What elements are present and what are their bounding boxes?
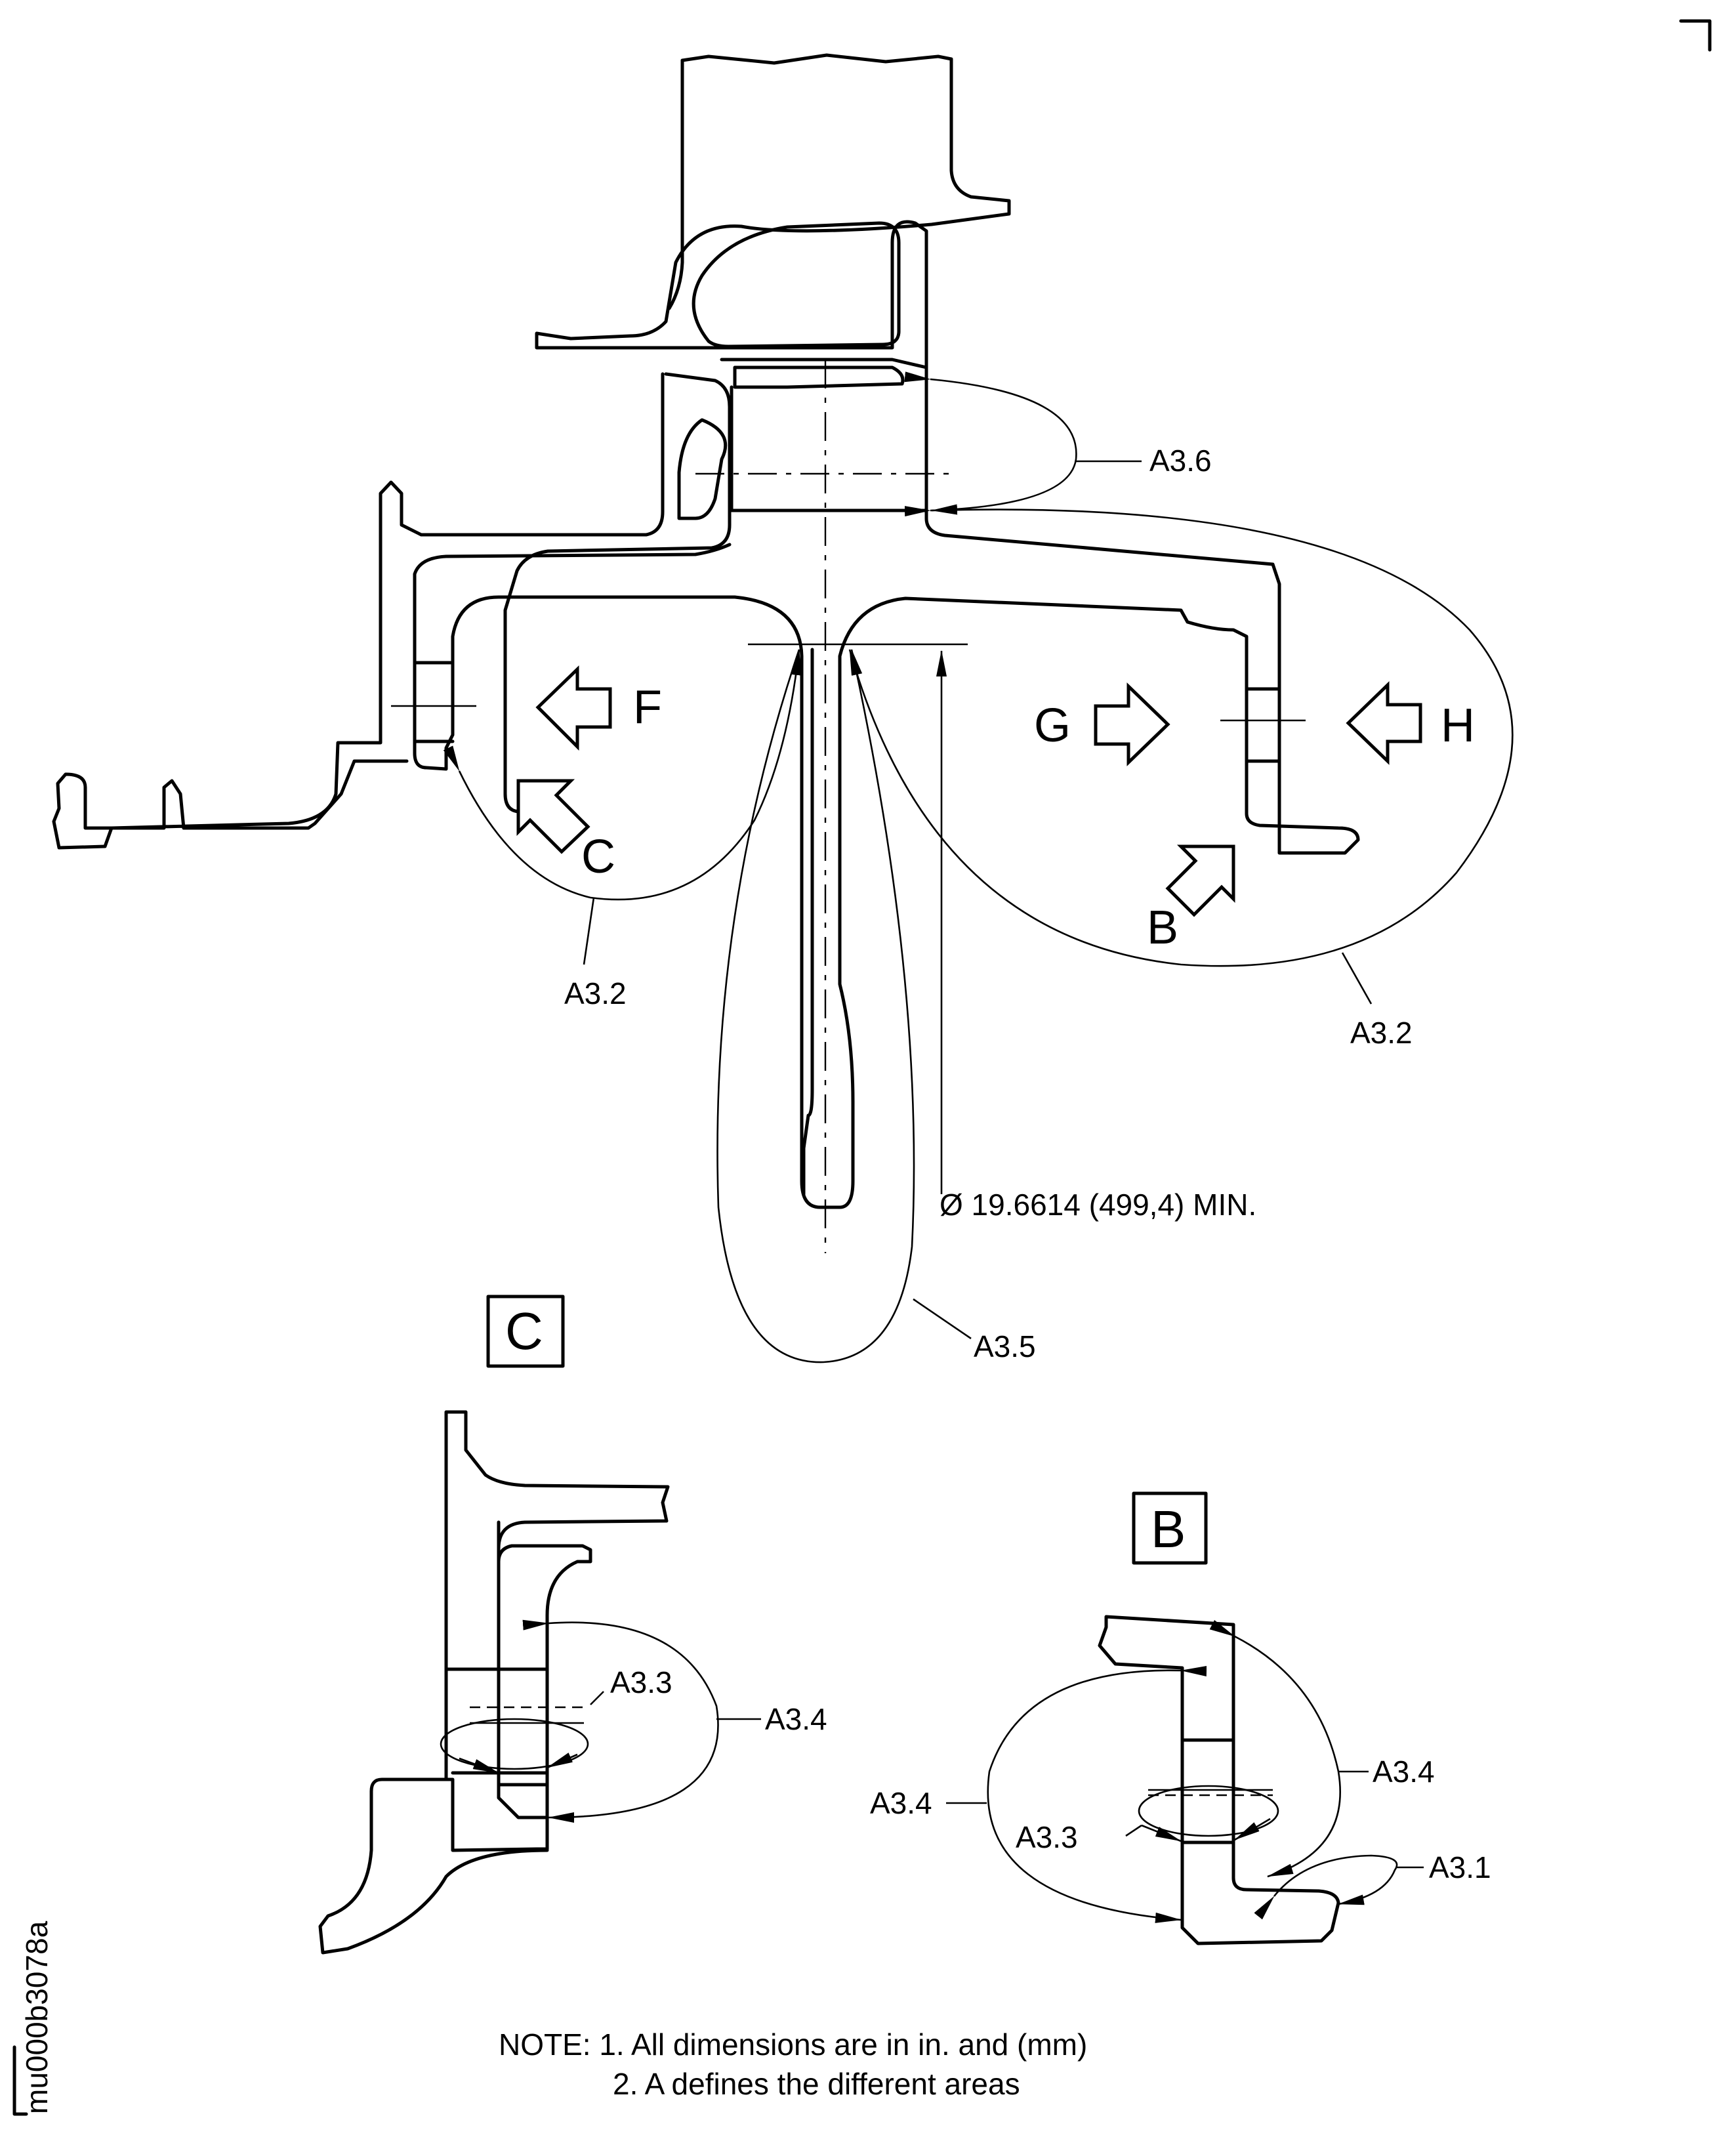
detail-b-title-box — [1132, 1491, 1208, 1565]
left-wall — [677, 418, 728, 520]
note-line-2: 2. A defines the different areas — [613, 2067, 1020, 2101]
a3-6-leader — [904, 371, 1077, 515]
detail-c-a3-3-ellipse — [440, 1718, 589, 1770]
view-letter-g: G — [1034, 699, 1071, 752]
view-arrow-c-icon — [516, 779, 590, 854]
detail-c-left-wall — [444, 1410, 459, 1781]
blade-left-edge — [667, 58, 684, 310]
view-arrow-g-icon — [1094, 682, 1170, 766]
detail-b-a3-3-ellipse — [1138, 1785, 1279, 1837]
label-a3-6: A3.6 — [1149, 444, 1212, 478]
detail-b-label-a3-4-right: A3.4 — [1373, 1755, 1435, 1789]
main-section-view: A3.6 A3.2 A3.2 A3.5 Ø 19.6614 (499,4) MI… — [52, 53, 1514, 1363]
detail-b-a3-3-leader — [1125, 1824, 1142, 1837]
view-arrow-f-icon — [535, 665, 612, 751]
detail-b-a3-4-right-bubble — [1209, 1620, 1341, 1878]
detail-c-label-a3-4: A3.4 — [765, 1702, 827, 1736]
view-arrow-b-icon — [1165, 844, 1235, 917]
upper-box — [733, 365, 905, 389]
a3-2-right-bubble — [848, 506, 1514, 967]
a3-5-bubble — [716, 649, 915, 1363]
label-a3-2-right: A3.2 — [1350, 1016, 1413, 1050]
detail-b-a3-4-left-bubble — [987, 1665, 1207, 1923]
label-diameter: Ø 19.6614 (499,4) MIN. — [940, 1188, 1256, 1222]
view-arrow-h-icon — [1346, 681, 1422, 765]
detail-b-view: B A3.4 A3.4 A3.3 A3.1 — [870, 1491, 1491, 1945]
detail-b-outline — [1098, 1615, 1340, 1945]
disk-web — [802, 648, 814, 1196]
detail-c-a3-3-arrow-l — [459, 1757, 499, 1774]
view-letter-c: C — [581, 831, 615, 883]
detail-c-a3-3-leader — [590, 1691, 604, 1705]
detail-b-a3-1-bubble — [1254, 1854, 1398, 1920]
drawing-id-bracket — [12, 2045, 28, 2116]
platform-cavity — [692, 221, 901, 348]
left-rim-outer — [413, 543, 732, 576]
left-flange — [413, 572, 1360, 1209]
detail-c-outline — [318, 1410, 670, 1955]
corner-mark — [1679, 19, 1712, 52]
detail-b-label-a3-1: A3.1 — [1429, 1850, 1491, 1884]
drawing-id-group: mu000b3078a — [20, 1921, 54, 2114]
label-a3-2-left: A3.2 — [564, 976, 627, 1010]
upper-left-rail — [52, 372, 665, 850]
detail-b-title: B — [1151, 1500, 1186, 1558]
detail-c-rail — [497, 1544, 592, 1617]
a3-5-leader — [913, 1298, 972, 1340]
upper-box-outer — [720, 358, 928, 512]
a3-2-left-leader — [583, 897, 595, 965]
drawing-id: mu000b3078a — [20, 1921, 54, 2114]
right-hole — [1245, 687, 1281, 763]
detail-c-title-box — [486, 1295, 565, 1368]
a3-2-left-bubble — [443, 649, 802, 901]
detail-c-a3-3-arrow-r — [547, 1753, 578, 1769]
left-hole — [413, 661, 455, 743]
note-line-1: NOTE: 1. All dimensions are in in. and (… — [499, 2027, 1087, 2062]
view-letter-b: B — [1147, 902, 1178, 954]
detail-c-a3-4-bubble — [522, 1619, 719, 1823]
blade-outline — [535, 53, 1281, 795]
detail-c-title: C — [505, 1302, 543, 1360]
upper-left-seal — [503, 372, 732, 816]
detail-b-a3-3-arrow-r — [1234, 1817, 1271, 1841]
view-letter-f: F — [633, 681, 662, 734]
a3-2-right-leader — [1341, 952, 1373, 1005]
detail-b-label-a3-4-left: A3.4 — [870, 1786, 932, 1820]
detail-c-label-a3-3: A3.3 — [610, 1665, 672, 1699]
view-letter-h: H — [1441, 699, 1475, 752]
detail-b-label-a3-3: A3.3 — [1016, 1820, 1078, 1854]
detail-c-view: C A3.3 A3.4 — [318, 1295, 827, 1955]
label-a3-5: A3.5 — [974, 1329, 1036, 1363]
